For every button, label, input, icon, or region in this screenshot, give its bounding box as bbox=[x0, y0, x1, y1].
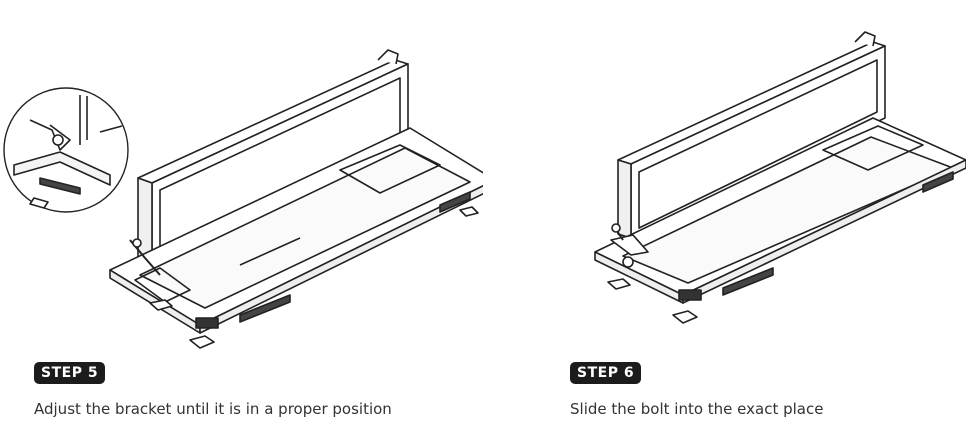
frame-base bbox=[594, 117, 966, 324]
step-5-panel: STEP 5 Adjust the bracket until it is in… bbox=[3, 49, 483, 418]
frame-base bbox=[109, 127, 483, 349]
frame-bolt-icon bbox=[594, 31, 966, 324]
step-5-badge: STEP 5 bbox=[34, 362, 106, 384]
step-6-description: Slide the bolt into the exact place bbox=[570, 400, 824, 418]
frame-lid bbox=[137, 49, 409, 263]
frame-bracket-detail-icon bbox=[3, 49, 483, 349]
zoom-detail-circle bbox=[3, 87, 129, 213]
step-6-panel: STEP 6 Slide the bolt into the exact pla… bbox=[483, 0, 966, 439]
frame-lid bbox=[617, 31, 886, 239]
step-5-description: Adjust the bracket until it is in a prop… bbox=[34, 400, 392, 418]
step-6-badge: STEP 6 bbox=[570, 362, 642, 384]
